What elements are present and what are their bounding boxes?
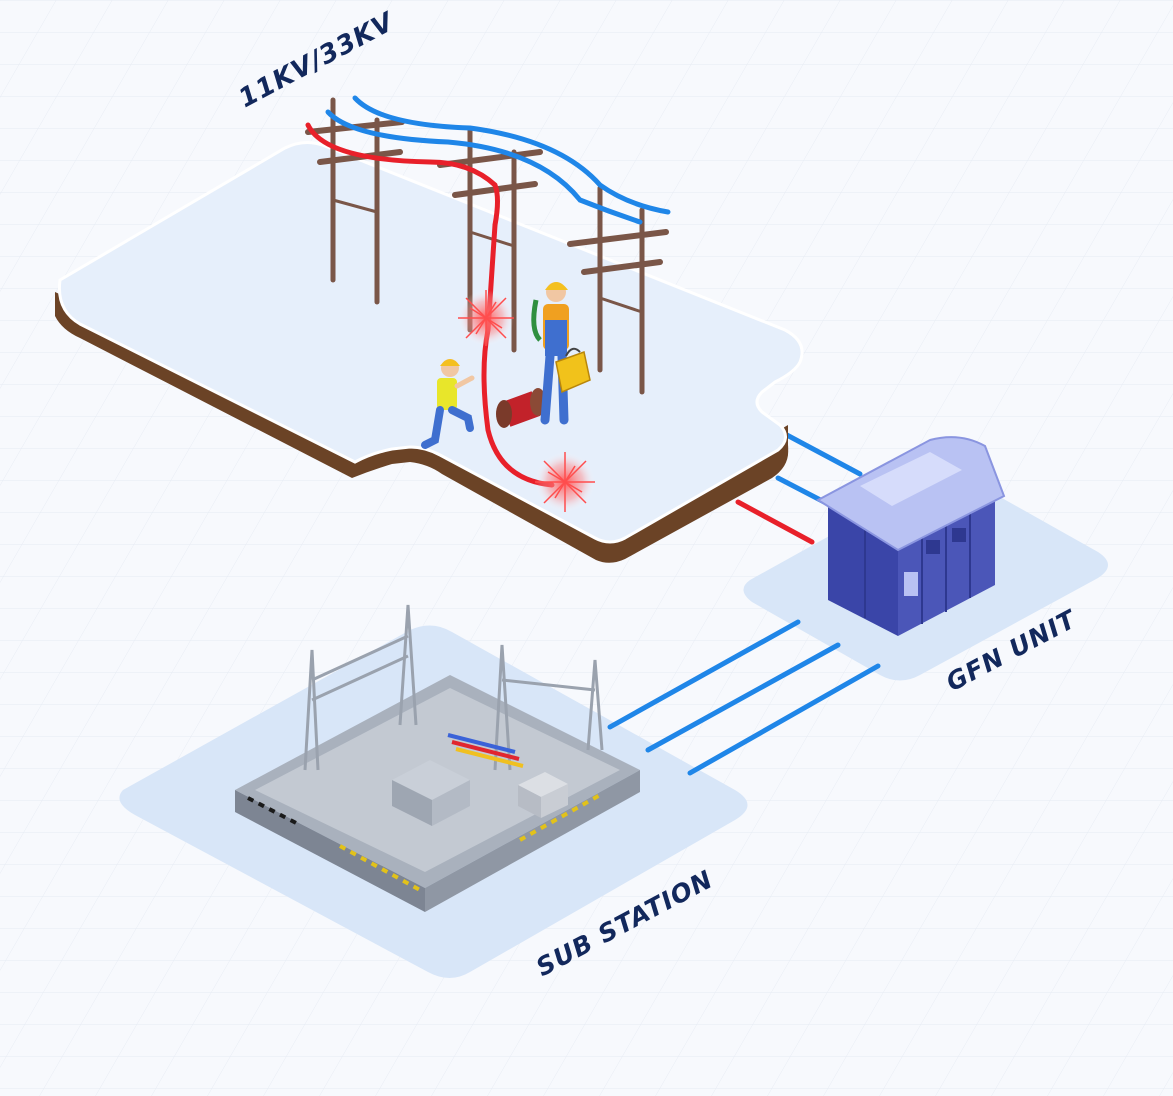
toolbox-icon [555, 347, 591, 394]
cable-drum-icon [496, 388, 546, 428]
transformer-icon [392, 760, 470, 826]
substation-icon [235, 604, 640, 912]
fault-spark-icon [535, 452, 595, 512]
faulty-cable [481, 222, 555, 488]
lineman-icon [421, 359, 475, 449]
overhead-line-platform [55, 141, 804, 563]
power-pole-icon [305, 97, 669, 395]
overhead-conductors [305, 95, 671, 228]
cables-gfn-to-substation [607, 619, 881, 776]
fault-spark-icon [458, 290, 514, 346]
gfn-cabinet-icon [816, 436, 1006, 636]
